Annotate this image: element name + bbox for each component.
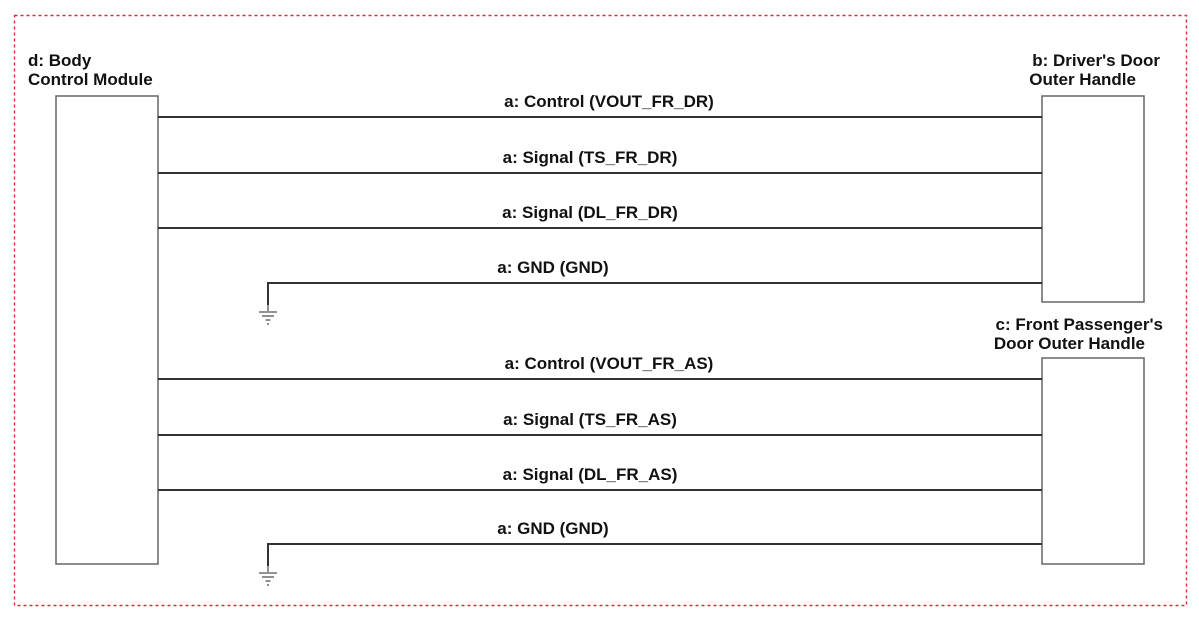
wire-line [267, 282, 1042, 305]
ground-icon [259, 305, 277, 325]
driver-door-handle: b: Driver's Door Outer Handle [1029, 51, 1160, 303]
wire-ts-fr-dr: a: Signal (TS_FR_DR) [158, 148, 1042, 174]
wire-label: a: Signal (TS_FR_AS) [503, 410, 677, 429]
wire-label: a: Signal (DL_FR_DR) [502, 203, 678, 222]
bcm-box [55, 95, 159, 565]
wire-label: a: Signal (DL_FR_AS) [503, 465, 678, 484]
wire-label: a: GND (GND) [497, 258, 608, 277]
wire-dl-fr-as: a: Signal (DL_FR_AS) [158, 465, 1042, 491]
passenger-handle-box [1041, 357, 1145, 565]
wire-gnd-driver: a: GND (GND) [259, 258, 1042, 325]
wire-dl-fr-dr: a: Signal (DL_FR_DR) [158, 203, 1042, 229]
wire-line [267, 543, 1042, 566]
bcm-label-line1: d: Body [28, 51, 92, 70]
wire-label: a: Control (VOUT_FR_DR) [504, 92, 714, 111]
wire-vout-fr-as: a: Control (VOUT_FR_AS) [158, 354, 1042, 380]
passenger-handle-label-line1: c: Front Passenger's [996, 315, 1164, 334]
wire-gnd-passenger: a: GND (GND) [259, 519, 1042, 586]
ground-icon [259, 566, 277, 586]
passenger-handle-label-line2: Door Outer Handle [994, 334, 1145, 353]
driver-handle-box [1041, 95, 1145, 303]
driver-handle-label-line2: Outer Handle [1029, 70, 1136, 89]
wire-label: a: Signal (TS_FR_DR) [503, 148, 678, 167]
diagram-frame [13, 14, 1188, 607]
wire-label: a: GND (GND) [497, 519, 608, 538]
wire-vout-fr-dr: a: Control (VOUT_FR_DR) [158, 92, 1042, 118]
body-control-module: d: Body Control Module [28, 51, 159, 565]
bcm-label-line2: Control Module [28, 70, 153, 89]
wire-label: a: Control (VOUT_FR_AS) [505, 354, 714, 373]
driver-handle-label-line1: b: Driver's Door [1032, 51, 1160, 70]
passenger-door-handle: c: Front Passenger's Door Outer Handle [994, 315, 1164, 565]
wire-ts-fr-as: a: Signal (TS_FR_AS) [158, 410, 1042, 436]
